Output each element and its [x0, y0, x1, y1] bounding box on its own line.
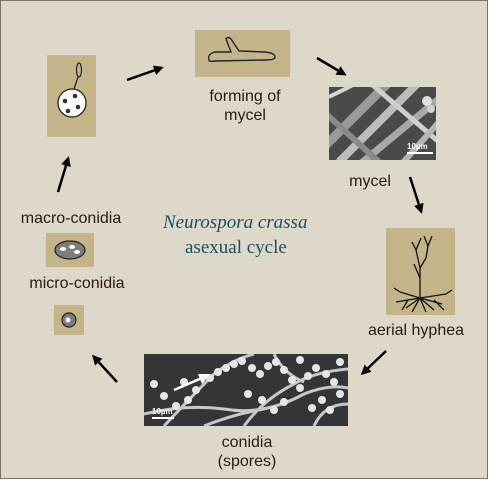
arrow-forming-to-mycel — [316, 56, 347, 76]
germ-tube-drawing — [207, 36, 276, 63]
macro-conidia-label: macro-conidia — [20, 210, 122, 227]
conidia-label: conidia (spores) — [217, 434, 277, 470]
species-title: Neurospora crassa — [163, 212, 308, 233]
aerial-hyphea-label: aerial hyphea — [367, 322, 465, 339]
arrow-macro-to-forming — [126, 65, 164, 82]
micro-conidium-drawing — [61, 312, 77, 328]
forming-mycel-panel — [195, 30, 290, 77]
arrow-micro-to-macro — [56, 156, 71, 193]
conidia-scale-bar: 10µm — [152, 407, 174, 419]
arrow-mycel-to-aerial — [408, 176, 424, 214]
aerial-hyphae-drawing — [393, 235, 453, 313]
mycel-image — [329, 87, 436, 160]
conidia-image — [144, 354, 348, 426]
micro-conidia-label: micro-conidia — [29, 275, 125, 292]
mycel-scale-bar: 10µm — [407, 142, 433, 154]
macro-conidium-panel — [47, 55, 96, 137]
forming-mycel-label: forming of mycel — [209, 88, 281, 124]
mycel-label: mycel — [349, 173, 391, 190]
macro-conidium-drawing — [57, 62, 87, 118]
cycle-subtitle: asexual cycle — [185, 237, 287, 258]
arrow-aerial-to-conidia — [360, 350, 387, 376]
macro-conidium-small-panel — [46, 233, 94, 267]
mycel-micrograph: 10µm — [329, 87, 436, 160]
micro-conidium-panel — [54, 305, 84, 335]
conidia-micrograph: 10µm — [144, 354, 348, 426]
aerial-hyphae-panel — [386, 228, 455, 315]
macro-conidium-small-drawing — [54, 240, 86, 260]
arrow-conidia-to-micro — [91, 354, 118, 383]
